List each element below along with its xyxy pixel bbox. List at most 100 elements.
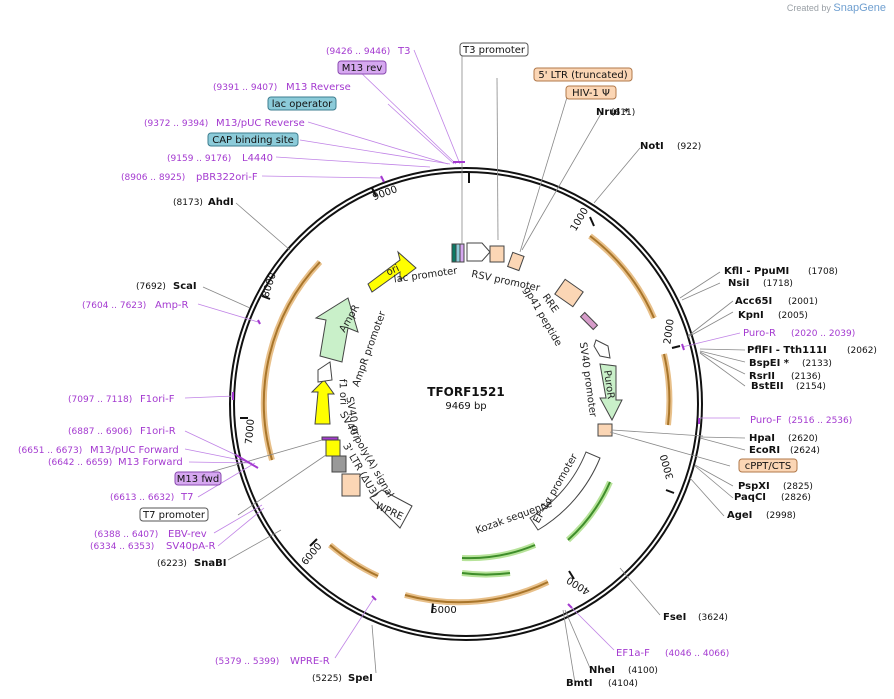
- primer-name: Puro-R: [743, 328, 776, 339]
- feature-label-text: T7 promoter: [142, 510, 206, 521]
- ring-tick-label: 1000: [569, 206, 592, 233]
- sv40-ori-shape: [325, 439, 341, 457]
- feature-label-box: [565, 85, 617, 100]
- feature-label-box: [459, 42, 529, 57]
- m13rev-shape: [459, 243, 465, 263]
- feature-label-box: [267, 96, 337, 111]
- rre-shape: [554, 278, 584, 308]
- ampr-shape: [314, 297, 359, 363]
- feature-label-box: [738, 458, 798, 473]
- primer-name: T3: [397, 46, 410, 57]
- feature-label-text: M13 rev: [342, 63, 383, 74]
- enzyme-name: BmtI: [566, 678, 593, 689]
- feature-label-box: [337, 60, 387, 75]
- primer-name: SV40pA-R: [166, 541, 215, 552]
- primer-name: EF1a-F: [616, 648, 650, 659]
- enzyme-position: (6223): [157, 559, 187, 569]
- enzyme-position: (4100): [628, 666, 658, 676]
- primer-name: Puro-F: [750, 415, 782, 426]
- enzyme-position: (2005): [778, 311, 808, 321]
- feature-label-text: T3 promoter: [462, 45, 526, 56]
- enzyme-name: PspXI: [738, 481, 770, 492]
- enzyme-name: AgeI: [727, 510, 752, 521]
- enzyme-position: (2001): [788, 297, 818, 307]
- feature-label-box: [207, 132, 299, 147]
- feature-label-text: cPPT/CTS: [745, 461, 791, 472]
- primer-name: M13 Reverse: [286, 82, 351, 93]
- feature-label-box: [139, 507, 209, 522]
- m13fwd-shape: [321, 436, 339, 441]
- primer-marks: [232, 161, 700, 609]
- feature-label: f1 ori: [337, 379, 349, 405]
- enzyme-position: (1718): [763, 279, 793, 289]
- wpre-shape: [369, 489, 413, 529]
- ampr-promoter-shape: [317, 361, 333, 383]
- enzyme-name: PflFI - Tth111I: [747, 345, 827, 356]
- enzyme-name: AhdI: [208, 197, 234, 208]
- backbone-outer-ring: [229, 167, 703, 641]
- primer-name: Amp-R: [155, 300, 189, 311]
- primer-position: (2516 .. 2536): [788, 416, 852, 426]
- primer-name: T7: [180, 492, 193, 503]
- feature-label-text: M13 fwd: [177, 474, 219, 485]
- primer-name: WPRE-R: [290, 656, 330, 667]
- ring-tick: [568, 570, 575, 580]
- primer-name: F1ori-R: [140, 426, 176, 437]
- enzyme-name: PaqCI: [734, 492, 766, 503]
- enzyme-name: KflI - PpuMI: [724, 266, 789, 277]
- ring-tick: [589, 216, 595, 227]
- ring-tick: [261, 295, 271, 300]
- plasmid-length: 9469 bp: [445, 401, 486, 412]
- enzyme-name: Acc65I: [735, 296, 772, 307]
- primer-leader-lines: [184, 49, 741, 659]
- primer-position: (9426 .. 9446): [326, 47, 390, 57]
- enzyme-position: (2998): [766, 511, 796, 521]
- primer-position: (6887 .. 6906): [68, 427, 132, 437]
- enzyme-name: HpaI: [749, 433, 775, 444]
- enzyme-position: (3624): [698, 613, 728, 623]
- enzyme-name: NsiI: [728, 278, 749, 289]
- feature-label: SV40 promoter: [577, 342, 599, 419]
- primer-position: (7604 .. 7623): [82, 301, 146, 311]
- rsv-promoter-shape: [466, 242, 491, 262]
- cppt-shape: [597, 423, 613, 437]
- lac-operator-shape: [455, 243, 461, 263]
- primer-name: M13/pUC Forward: [90, 445, 179, 456]
- primer-position: (8906 .. 8925): [121, 173, 185, 183]
- orf-arrows: [262, 235, 671, 604]
- ori-shape: [367, 250, 417, 293]
- feature-label: PuroR: [601, 369, 616, 399]
- primer-position: (7097 .. 7118): [68, 395, 132, 405]
- primer-position: (4046 .. 4066): [665, 649, 729, 659]
- enzyme-name: SnaBI: [194, 558, 226, 569]
- snapgene-logo-text: SnapGene: [833, 2, 886, 14]
- sv40-promoter-shape: [593, 339, 611, 359]
- enzyme-name: NruI *: [596, 107, 630, 118]
- primer-position: (6642 .. 6659): [48, 458, 112, 468]
- primer-name: M13 Forward: [118, 457, 183, 468]
- ring-tick: [371, 187, 377, 197]
- enzyme-position: (2624): [790, 446, 820, 456]
- enzyme-position: (8173): [173, 198, 203, 208]
- enzyme-position: (2136): [791, 372, 821, 382]
- ring-tick-label: 6000: [300, 541, 325, 568]
- enzyme-position: (2133): [802, 359, 832, 369]
- ring-tick: [431, 602, 434, 614]
- primer-position: (2020 .. 2039): [791, 329, 855, 339]
- enzyme-position: (922): [677, 142, 701, 152]
- green-orf-arrows: [461, 481, 611, 576]
- sv40pa-shape: [331, 455, 347, 473]
- primer-name: L4440: [242, 153, 273, 164]
- gp41-shape: [579, 311, 599, 331]
- enzyme-position: (1708): [808, 267, 838, 277]
- feature-label: AmpR promoter: [351, 309, 389, 388]
- f1-ori-shape: [310, 379, 335, 425]
- enzyme-position: (7692): [136, 282, 166, 292]
- feature-label-box: [533, 67, 633, 82]
- primer-name: F1ori-F: [140, 394, 175, 405]
- primer-position: (6334 .. 6353): [90, 542, 154, 552]
- enzyme-position: (2154): [796, 382, 826, 392]
- enzyme-name: BspEI *: [749, 358, 790, 369]
- psi-shape: [506, 251, 525, 272]
- feature-label: ori: [385, 263, 401, 278]
